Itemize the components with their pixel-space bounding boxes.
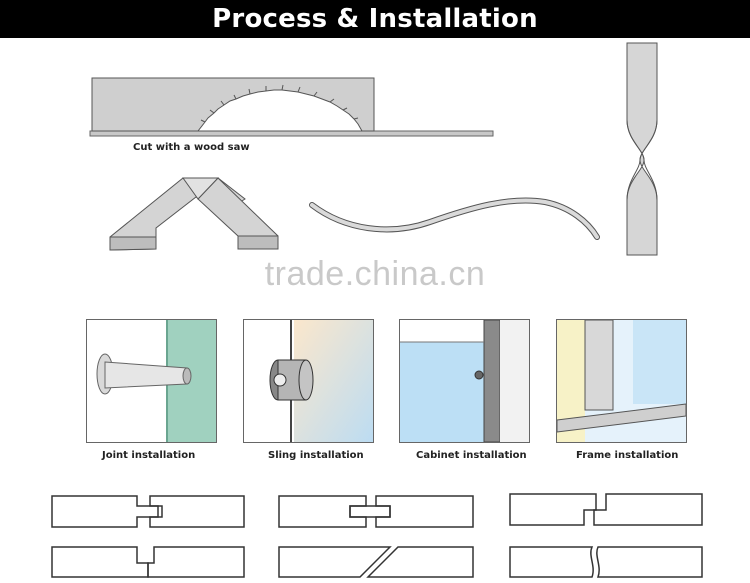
- spline-joint-profile: [278, 495, 474, 528]
- cabinet-installation-label: Cabinet installation: [416, 450, 527, 461]
- step-joint-profile: [51, 546, 245, 578]
- frame-installation-label: Frame installation: [576, 450, 679, 461]
- scarf-joint-profile: [278, 546, 474, 578]
- joint-installation-label: Joint installation: [102, 450, 196, 461]
- curved-joint-profile: [509, 546, 703, 578]
- sling-installation-label: Sling installation: [268, 450, 364, 461]
- joint-installation-image: [96, 320, 216, 442]
- frame-installation-image: [557, 320, 686, 442]
- section-banner: Process & Installation: [0, 0, 750, 38]
- twisted-strip-illustration: [626, 42, 658, 256]
- miter-corner-illustration: [109, 177, 279, 251]
- saw-cut-illustration: [89, 77, 494, 137]
- sling-installation-image: [269, 320, 373, 442]
- lap-joint-profile: [509, 493, 703, 526]
- banner-title: Process & Installation: [212, 4, 538, 34]
- joint-installation-panel: [86, 319, 217, 443]
- cabinet-installation-image: [400, 320, 529, 442]
- saw-caption: Cut with a wood saw: [133, 142, 250, 153]
- watermark: trade.china.cn: [264, 255, 486, 293]
- frame-installation-panel: [556, 319, 687, 443]
- sling-installation-panel: [243, 319, 374, 443]
- tongue-groove-profile: [51, 495, 245, 528]
- cabinet-installation-panel: [399, 319, 530, 443]
- bent-strip-illustration: [309, 197, 600, 240]
